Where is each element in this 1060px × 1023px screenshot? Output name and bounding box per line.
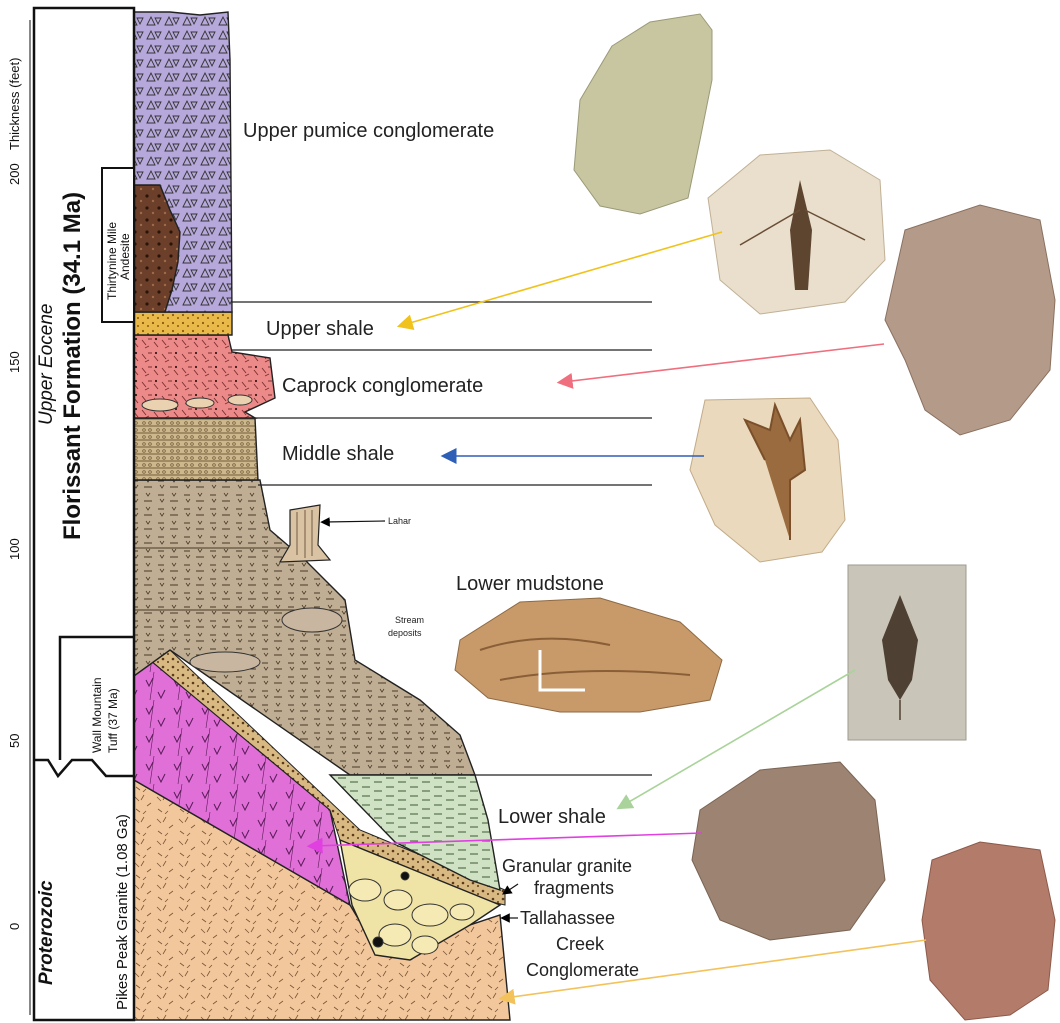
thickness-axis: Thickness (feet) 0 50 100 150 200 — [7, 20, 30, 1015]
specimen-granite-fragment — [692, 762, 885, 940]
label-wall-mountain-2: Tuff (37 Ma) — [106, 688, 120, 753]
label-tallahassee-3: Conglomerate — [526, 960, 639, 980]
lahar-stump — [280, 505, 330, 562]
label-proterozoic: Proterozoic — [36, 880, 57, 985]
tick-100: 100 — [7, 538, 22, 560]
layer-upper-shale — [134, 312, 232, 335]
label-caprock: Caprock conglomerate — [282, 375, 483, 397]
arrow-upper-shale — [403, 232, 722, 325]
specimen-tallahassee-rock — [922, 842, 1055, 1020]
tick-200: 200 — [7, 163, 22, 185]
stream-lens-2 — [190, 652, 260, 672]
label-lahar: Lahar — [388, 516, 411, 526]
specimen-caprock-rock — [885, 205, 1055, 435]
stream-lens-1 — [282, 608, 342, 632]
label-thirtynine-1: Thirtynine Mile — [105, 222, 119, 300]
label-tallahassee-1: Tallahassee — [520, 908, 615, 928]
specimen-pumice-rock — [574, 14, 712, 214]
label-granular-2: fragments — [534, 878, 614, 898]
label-tallahassee-2: Creek — [556, 934, 605, 954]
label-lower-mudstone: Lower mudstone — [456, 573, 604, 595]
tick-0: 0 — [7, 923, 22, 930]
tick-150: 150 — [7, 351, 22, 373]
label-thirtynine-2: Andesite — [118, 233, 132, 280]
label-florissant-formation: Florissant Formation (34.1 Ma) — [59, 192, 86, 540]
label-lower-shale: Lower shale — [498, 806, 606, 828]
label-stream-1: Stream — [395, 615, 424, 625]
label-stream-2: deposits — [388, 628, 422, 638]
strat-column — [134, 12, 510, 1020]
label-granular-1: Granular granite — [502, 856, 632, 876]
label-upper-pumice: Upper pumice conglomerate — [243, 120, 494, 142]
label-middle-shale: Middle shale — [282, 443, 394, 465]
label-upper-eocene: Upper Eocene — [36, 304, 57, 425]
specimen-leaf-fossil — [690, 398, 845, 562]
axis-label: Thickness (feet) — [7, 58, 22, 150]
label-wall-mountain-1: Wall Mountain — [90, 677, 104, 753]
label-pikes-peak-granite: Pikes Peak Granite (1.08 Ga) — [114, 814, 131, 1010]
layer-middle-shale — [134, 418, 258, 480]
label-upper-shale: Upper shale — [266, 318, 374, 340]
tick-50: 50 — [7, 734, 22, 748]
specimen-mudstone — [455, 598, 722, 712]
